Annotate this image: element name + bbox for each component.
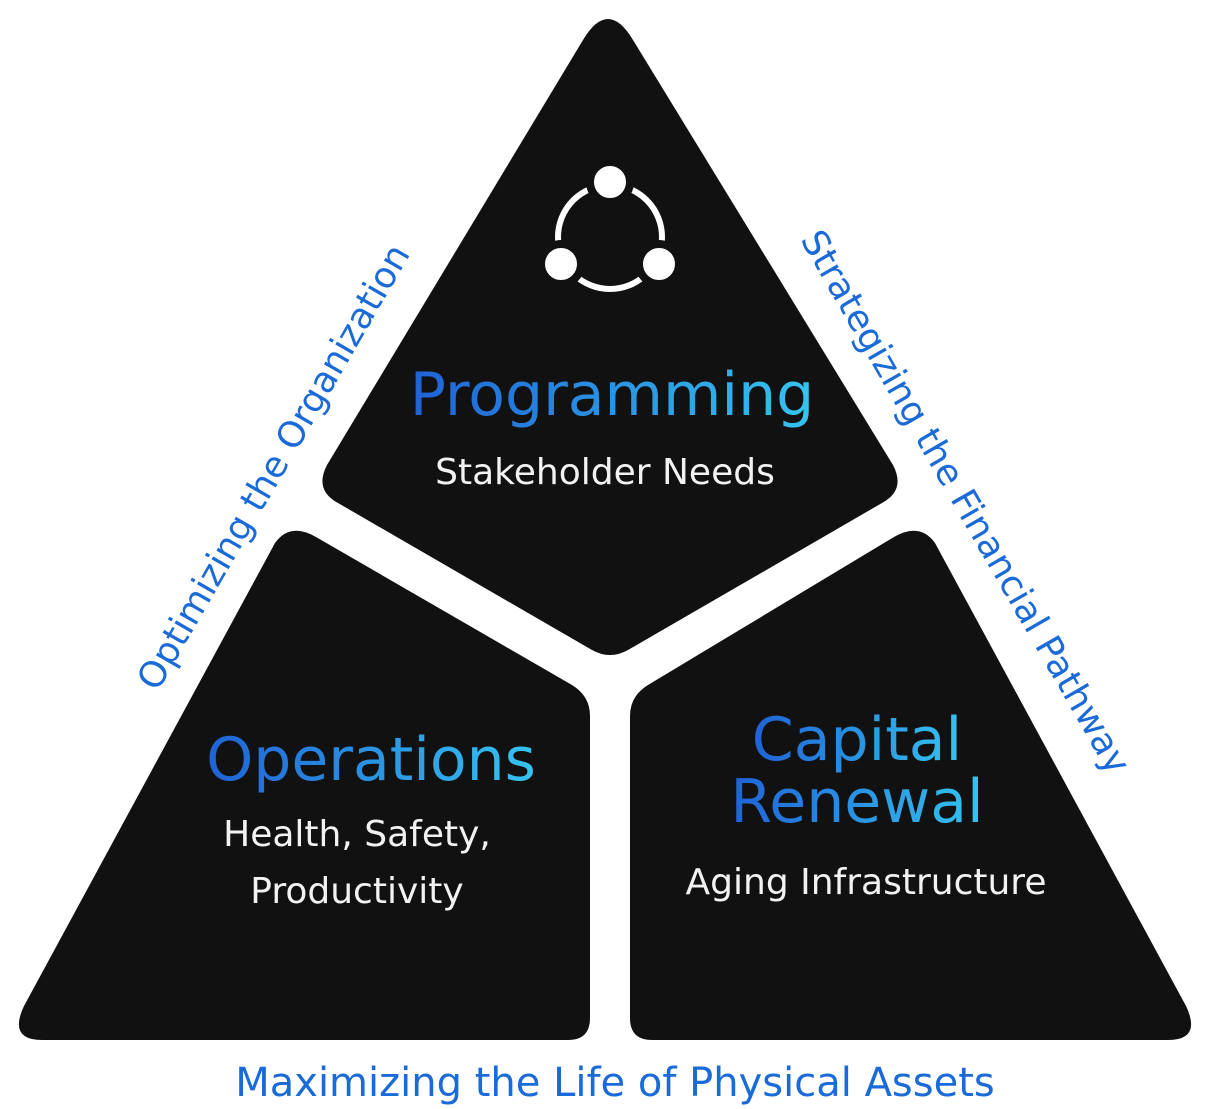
top-title: Programming bbox=[410, 360, 814, 430]
right-title-line-1: Capital bbox=[752, 705, 962, 775]
left-subtitle-line-1: Health, Safety, bbox=[223, 814, 491, 855]
left-title: Operations bbox=[206, 725, 536, 795]
top-subtitle: Stakeholder Needs bbox=[435, 452, 775, 493]
three-node-cycle-icon bbox=[537, 158, 683, 292]
bottom-edge-label: Maximizing the Life of Physical Assets bbox=[235, 1060, 995, 1106]
right-segment bbox=[630, 530, 1192, 1040]
right-title-line-2: Renewal bbox=[730, 767, 983, 837]
left-segment bbox=[18, 530, 590, 1040]
left-subtitle-line-2: Productivity bbox=[250, 871, 463, 912]
top-segment bbox=[322, 19, 898, 655]
right-subtitle: Aging Infrastructure bbox=[686, 862, 1047, 903]
